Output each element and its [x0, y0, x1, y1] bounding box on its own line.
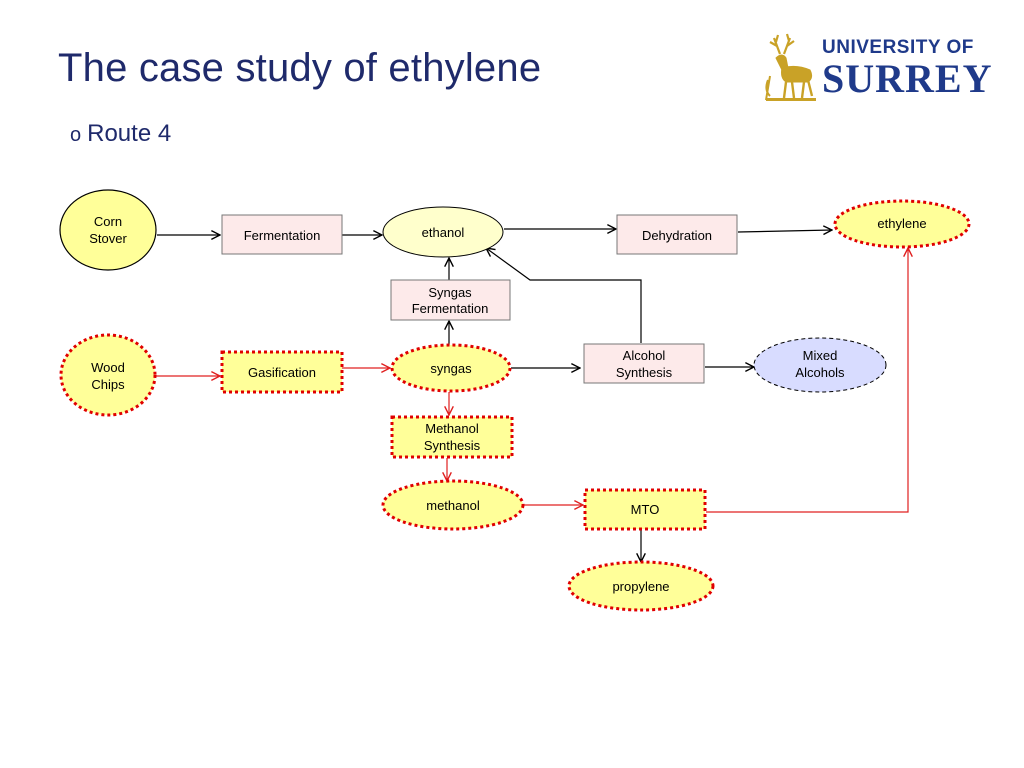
arrow-dehydration-to-ethylene	[737, 230, 832, 232]
methanol-synthesis-line1: Methanol	[425, 421, 479, 436]
ethanol-label: ethanol	[422, 225, 465, 240]
slide-title: The case study of ethylene	[58, 46, 542, 90]
node-gasification: Gasification	[220, 350, 344, 394]
wood-chips-line1: Wood	[91, 360, 125, 375]
methanol-synthesis-line2: Synthesis	[424, 438, 481, 453]
alcohol-synthesis-line2: Synthesis	[616, 365, 673, 380]
node-ethylene: ethylene	[833, 199, 971, 249]
node-fermentation: Fermentation	[221, 214, 343, 255]
node-wood-chips: Wood Chips	[59, 333, 157, 417]
bullet-marker: o	[70, 124, 82, 146]
mto-label: MTO	[631, 502, 660, 517]
connectors	[156, 229, 908, 562]
mixed-alcohols-line1: Mixed	[803, 348, 838, 363]
node-propylene: propylene	[567, 560, 715, 612]
node-syngas-fermentation: Syngas Fermentation	[390, 279, 511, 321]
stag-icon	[765, 33, 816, 101]
node-methanol-synthesis: Methanol Synthesis	[390, 415, 514, 459]
node-alcohol-synthesis: Alcohol Synthesis	[583, 343, 705, 384]
wood-chips-line2: Chips	[91, 377, 125, 392]
fermentation-label: Fermentation	[244, 228, 321, 243]
corn-stover-line2: Stover	[89, 231, 127, 246]
propylene-label: propylene	[612, 579, 669, 594]
arrow-alcoholsynthesis-to-ethanol	[486, 248, 642, 343]
corn-stover-line1: Corn	[94, 214, 122, 229]
route-label: Route 4	[87, 120, 172, 147]
logo-line1: UNIVERSITY OF	[822, 37, 974, 58]
syngas-fermentation-line2: Fermentation	[412, 301, 489, 316]
syngas-label: syngas	[430, 361, 472, 376]
syngas-fermentation-line1: Syngas	[428, 285, 472, 300]
logo-line2: SURREY	[822, 56, 993, 101]
node-dehydration: Dehydration	[616, 214, 738, 255]
mixed-alcohols-line2: Alcohols	[795, 365, 845, 380]
arrow-mto-to-ethylene	[706, 248, 908, 513]
alcohol-synthesis-line1: Alcohol	[623, 348, 666, 363]
node-mixed-alcohols: Mixed Alcohols	[753, 337, 887, 393]
ethylene-label: ethylene	[877, 216, 926, 231]
node-corn-stover: Corn Stover	[59, 189, 157, 271]
node-mto: MTO	[583, 488, 707, 531]
node-methanol: methanol	[381, 479, 525, 531]
gasification-label: Gasification	[248, 365, 316, 380]
university-logo: UNIVERSITY OF SURREY	[762, 32, 992, 104]
methanol-label: methanol	[426, 498, 480, 513]
node-ethanol: ethanol	[382, 206, 504, 258]
node-syngas: syngas	[390, 343, 512, 393]
dehydration-label: Dehydration	[642, 228, 712, 243]
